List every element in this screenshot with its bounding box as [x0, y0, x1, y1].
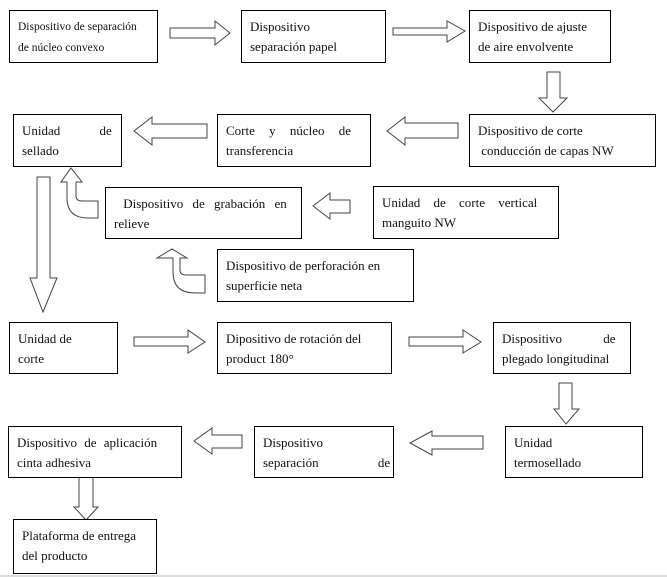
node-unidad-termosellado: Unidad termosellado: [505, 426, 643, 478]
node-separacion-de: Dispositivo separación de: [254, 426, 394, 478]
arrow-left-icon: [133, 115, 208, 147]
arrow-left-icon: [386, 115, 459, 147]
node-corte-nucleo-transferencia: Corte y núcleo de transferencia: [217, 114, 371, 167]
arrow-right-icon: [392, 20, 466, 43]
arrow-curved-up-icon: [60, 167, 99, 219]
node-rotacion-producto-180: Dipositivo de rotación del product 180°: [217, 322, 392, 374]
arrow-down-icon: [72, 476, 100, 521]
node-corte-conduccion-capas-nw: Dispositivo de corte conducción de capas…: [469, 114, 656, 167]
node-ajuste-aire-envolvente: Dispositivo de ajuste de aire envolvente: [469, 10, 611, 63]
node-unidad-sellado: Unidad de sellado: [13, 114, 122, 167]
arrow-left-icon: [193, 427, 243, 455]
node-plataforma-entrega-producto: Plataforma de entrega del producto: [13, 519, 157, 574]
arrow-right-icon: [408, 329, 482, 354]
arrow-curved-up-icon: [155, 248, 206, 294]
node-separacion-papel: Dispositivo separación papel: [241, 10, 386, 63]
arrow-left-icon: [312, 191, 351, 221]
bottom-border: [0, 575, 667, 577]
arrow-right-icon: [169, 19, 231, 47]
node-separacion-nucleo-convexo: Dispositivo de separación de núcleo conv…: [9, 10, 158, 63]
arrow-down-icon: [29, 176, 58, 314]
arrow-left-icon: [408, 430, 484, 456]
node-perforacion-superficie-neta: Dispositivo de perforación en superficie…: [217, 249, 414, 302]
arrow-down-icon: [552, 382, 581, 425]
node-unidad-corte: Unidad de corte: [9, 322, 118, 374]
node-grabacion-relieve: Dispositivo de grabación en relieve: [105, 187, 302, 239]
node-corte-vertical-manguito-nw: Unidad de corte vertical manguito NW: [373, 186, 559, 239]
arrow-down-icon: [537, 71, 569, 113]
node-plegado-longitudinal: Dispositivo de plegado longitudinal: [493, 322, 631, 374]
arrow-right-icon: [133, 329, 206, 354]
node-aplicacion-cinta-adhesiva: Dispositivo de aplicación cinta adhesiva: [8, 426, 182, 478]
